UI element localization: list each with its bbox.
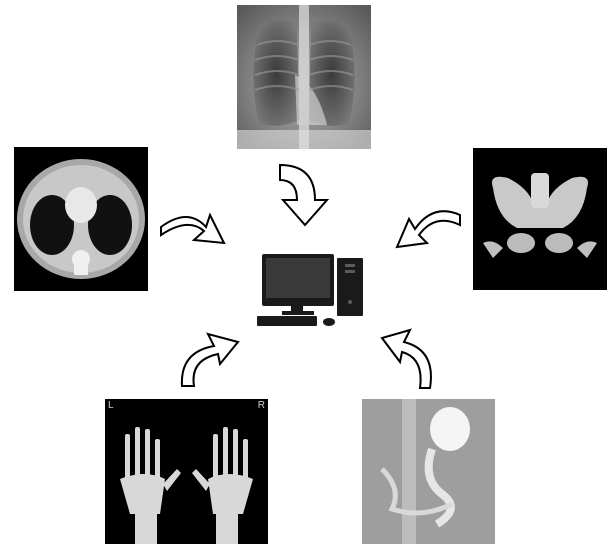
left-marker: L (108, 401, 114, 411)
desktop-computer-icon (257, 254, 367, 330)
pelvis-3d-render-image (473, 148, 607, 290)
arrow-from-chest-ct (158, 205, 228, 250)
arrow-from-hand-xray (172, 322, 240, 390)
chest-xray-image (237, 5, 371, 149)
arrow-from-chest-xray (275, 155, 335, 230)
chest-ct-image (14, 147, 148, 291)
arrow-from-abdomen-xray (380, 320, 440, 392)
right-marker: R (258, 401, 265, 411)
hand-xray-image: L R (105, 399, 268, 544)
abdomen-contrast-xray-image (362, 399, 495, 544)
arrow-from-pelvis (393, 205, 463, 253)
